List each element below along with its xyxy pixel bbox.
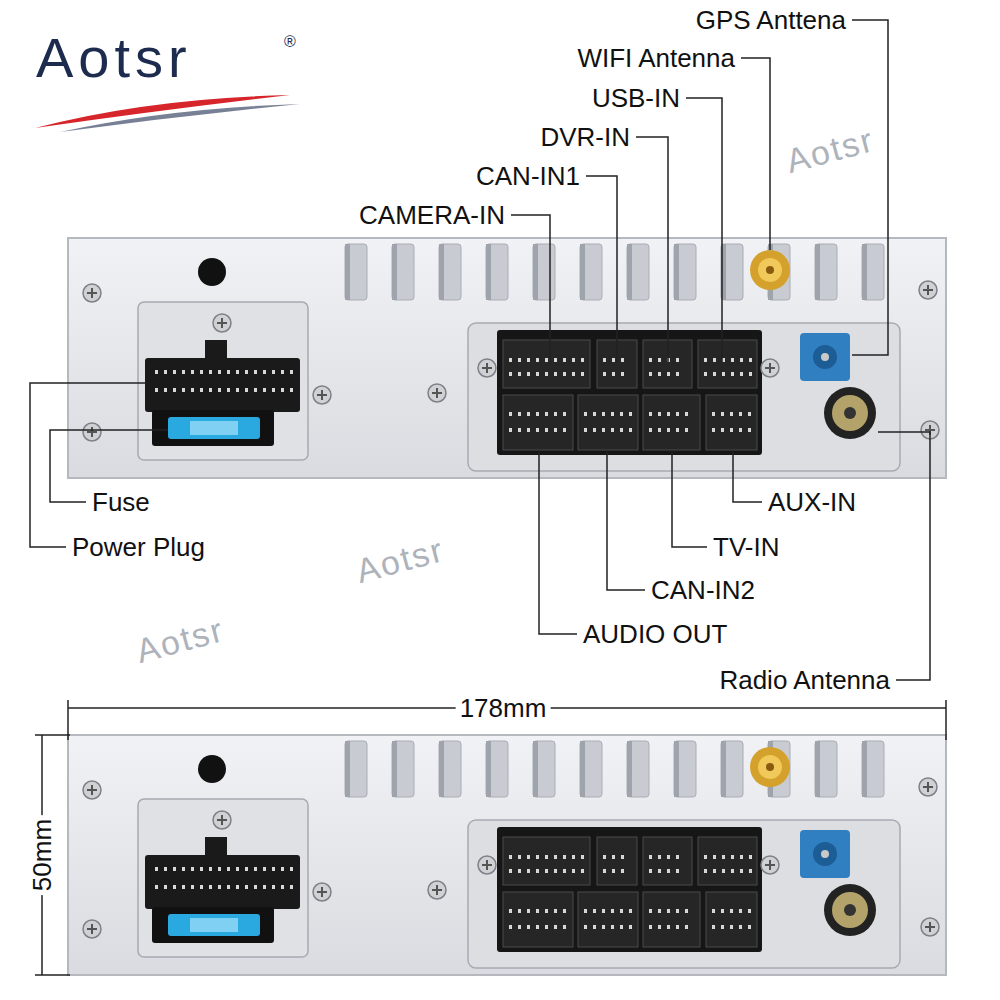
head-unit-rear-panel (68, 238, 946, 478)
leader-line (741, 58, 770, 250)
leader-line (636, 137, 668, 362)
screw (478, 359, 496, 377)
leader-line (511, 215, 550, 358)
screw (919, 281, 937, 299)
screw (83, 284, 101, 302)
port-label: WIFI Antenna (577, 43, 735, 73)
head-unit-rear-panel (68, 735, 946, 975)
port-label: GPS Anttena (696, 5, 846, 35)
screw (478, 856, 496, 874)
leader-line (686, 98, 722, 362)
brand-logo: Aotsr (36, 28, 192, 88)
port-label: TV-IN (713, 532, 779, 562)
screw (919, 778, 937, 796)
leader-line (30, 383, 146, 547)
leader-line (878, 432, 930, 680)
screw (921, 918, 939, 936)
leader-line (733, 452, 762, 502)
screw (213, 314, 231, 332)
port-label: Radio Antenna (719, 665, 890, 695)
dimension: 50mm (27, 815, 57, 895)
screw (761, 856, 779, 874)
port-label: AUDIO OUT (583, 619, 727, 649)
port-label: USB-IN (592, 83, 680, 113)
leader-line (586, 176, 617, 362)
port-label: CAN-IN1 (476, 161, 580, 191)
watermark: Aotsr (352, 530, 448, 590)
leader-line (607, 452, 645, 590)
screw (313, 386, 331, 404)
screw (83, 781, 101, 799)
dimension: 178mm (456, 693, 551, 723)
leader-line (672, 452, 707, 547)
leader-line (852, 20, 888, 355)
dimension-lines (35, 700, 946, 975)
watermark: Aotsr (782, 120, 878, 180)
screw (213, 811, 231, 829)
port-label: CAMERA-IN (359, 200, 505, 230)
port-label: CAN-IN2 (651, 575, 755, 605)
screw (428, 384, 446, 402)
port-label: Power Plug (72, 532, 205, 562)
screw (83, 423, 101, 441)
screw (83, 920, 101, 938)
screw (313, 883, 331, 901)
watermark: Aotsr (132, 610, 228, 670)
logo-swoosh (60, 104, 300, 132)
leader-line (539, 452, 577, 634)
screw (761, 359, 779, 377)
port-label: Fuse (92, 487, 150, 517)
screw (428, 881, 446, 899)
port-label: AUX-IN (768, 487, 856, 517)
logo-swoosh (35, 95, 290, 128)
port-label: DVR-IN (540, 122, 630, 152)
registered-mark: ® (284, 33, 296, 51)
